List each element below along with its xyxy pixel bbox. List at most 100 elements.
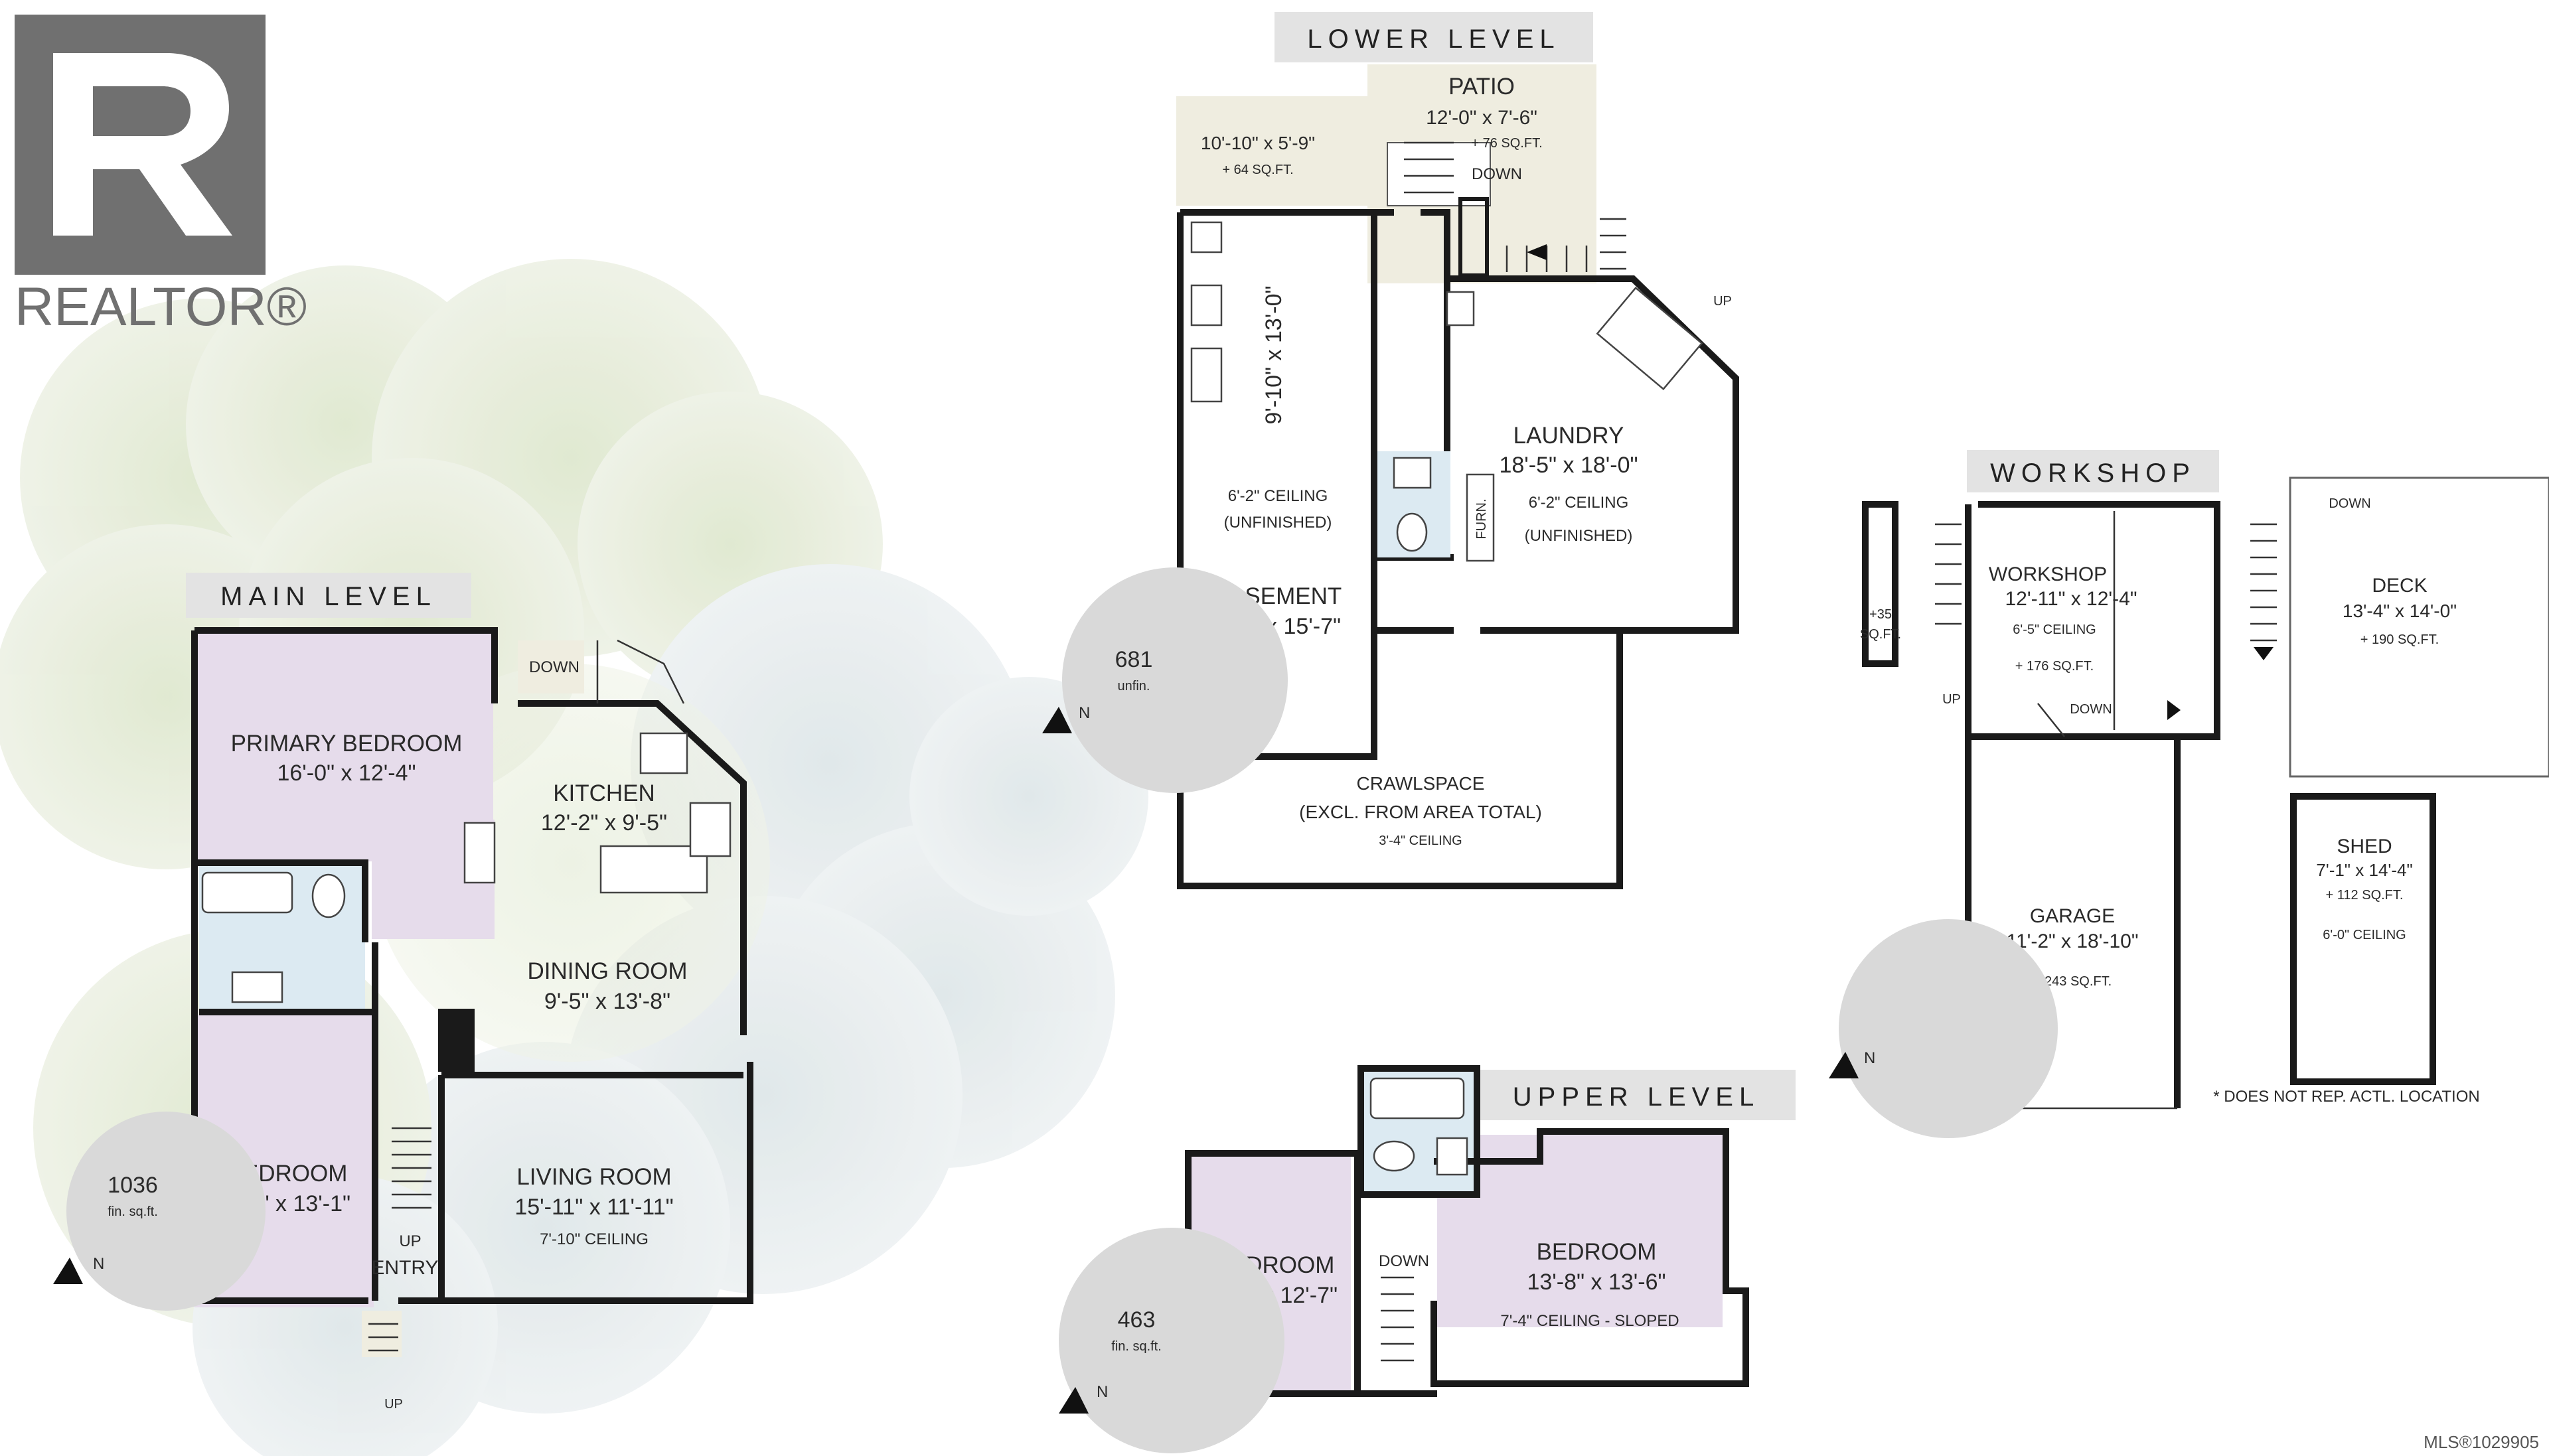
crawlspace-excl: (EXCL. FROM AREA TOTAL) (1299, 802, 1542, 822)
lower-level-title-bar (1274, 12, 1593, 62)
shed-ceiling: 6'-0" CEILING (2323, 928, 2406, 942)
north-arrow-icon (1042, 707, 1072, 733)
living-room-dim: 15'-11" x 11'-11" (514, 1195, 673, 1220)
north-arrow-icon (1059, 1387, 1089, 1414)
laundry-name: LAUNDRY (1513, 423, 1624, 449)
primary-bedroom-dim: 16'-0" x 12'-4" (277, 761, 416, 786)
garage-dim: 11'-2" x 18'-10" (2007, 930, 2139, 952)
main-level-plan: MAIN LEVEL DOWN PRIMARY BEDROOM 16'-0" x… (53, 573, 753, 1412)
upper-bathtub-icon (1369, 1077, 1465, 1120)
main-area-badge (66, 1112, 266, 1311)
workshop-up-label: UP (1942, 692, 1961, 707)
patio-dim: 12'-0" x 7'-6" (1426, 107, 1537, 129)
deck-dim: 13'-4" x 14'-0" (2343, 601, 2457, 621)
upper-bedroom-2-dim: 13'-8" x 13'-6" (1527, 1270, 1665, 1295)
basement-unfinished: (UNFINISHED) (1224, 514, 1332, 532)
workshop-title-bar (1967, 450, 2219, 492)
furnace-label: FURN. (1474, 498, 1489, 539)
main-level-title-bar (186, 573, 471, 618)
kitchen-sink-icon (639, 732, 688, 774)
main-level-title: MAIN LEVEL (220, 582, 437, 611)
upper-north-label: N (1097, 1383, 1108, 1401)
living-room-ceiling: 7'-10" CEILING (540, 1230, 649, 1248)
lower-ext-sqft: + 64 SQ.FT. (1222, 163, 1293, 177)
lower-area-unit: unfin. (1118, 679, 1150, 693)
laundry-ceiling: 6'-2" CEILING (1529, 494, 1628, 512)
living-room-name: LIVING ROOM (516, 1164, 671, 1190)
upper-area-badge (1059, 1228, 1284, 1453)
exterior-area (1176, 96, 1367, 206)
main-area-unit: fin. sq.ft. (108, 1204, 158, 1219)
workshop-area-badge (1839, 919, 2058, 1138)
realtor-logo-text: REALTOR® (15, 277, 307, 337)
realtor-logo: REALTOR® (15, 15, 307, 337)
kitchen-dim: 12'-2" x 9'-5" (541, 810, 667, 836)
upper-down-label: DOWN (1379, 1252, 1429, 1270)
patio-name: PATIO (1448, 74, 1515, 100)
dining-room-name: DINING ROOM (527, 958, 687, 984)
lower-area-badge (1062, 567, 1288, 793)
crawlspace-name: CRAWLSPACE (1357, 773, 1485, 794)
bathtub-icon (201, 871, 293, 914)
deck-sqft: + 190 SQ.FT. (2360, 632, 2439, 647)
toilet-icon (311, 873, 346, 918)
upper-toilet-icon (1373, 1140, 1415, 1172)
lower-down-label: DOWN (1472, 165, 1522, 183)
vanity-sink-icon (231, 971, 283, 1003)
lower-ext-dim: 10'-10" x 5'-9" (1201, 133, 1315, 153)
lower-level-title: LOWER LEVEL (1307, 25, 1560, 54)
workshop-ceiling: 6'-5" CEILING (2013, 622, 2096, 637)
lower-area-value: 681 (1115, 647, 1153, 672)
upper-bedroom-2-name: BEDROOM (1537, 1239, 1657, 1265)
lower-level-plan: LOWER LEVEL 10'-10" x 5'-9" + 64 SQ.FT. … (1042, 12, 1739, 889)
upper-level-title: UPPER LEVEL (1513, 1082, 1760, 1112)
deck-down-label: DOWN (2329, 496, 2370, 511)
workshop-north-label: N (1864, 1049, 1875, 1067)
workshop-name: WORKSHOP (1989, 563, 2107, 585)
workshop-sqft: + 176 SQ.FT. (2015, 659, 2094, 674)
kitchen-name: KITCHEN (553, 780, 655, 806)
upper-level-title-bar (1477, 1070, 1796, 1120)
crawlspace-ceiling: 3'-4" CEILING (1379, 834, 1462, 848)
shed-dim: 7'-1" x 14'-4" (2316, 860, 2412, 880)
laundry-dim: 18'-5" x 18'-0" (1499, 453, 1638, 478)
shed-name: SHED (2337, 836, 2392, 857)
north-arrow-icon (53, 1258, 83, 1284)
closet-sqft-b: SQ.FT. (1860, 627, 1901, 642)
main-up-stair-label: UP (399, 1232, 421, 1250)
main-north-label: N (93, 1255, 104, 1273)
mls-number: MLS®1029905 (2424, 1432, 2539, 1452)
deck-name: DECK (2372, 575, 2427, 597)
upper-level-plan: UPPER LEVEL BEDROOM 9'-7" x 12'-7" DOWN … (1059, 1065, 1796, 1453)
dining-room-dim: 9'-5" x 13'-8" (544, 989, 670, 1014)
basement-ceiling: 6'-2" CEILING (1228, 487, 1328, 505)
upper-area-value: 463 (1118, 1307, 1156, 1333)
primary-bedroom-name: PRIMARY BEDROOM (231, 731, 463, 757)
patio-sqft: + 76 SQ.FT. (1471, 136, 1542, 151)
stove-icon (689, 802, 732, 857)
main-up-ext-label: UP (384, 1397, 403, 1412)
shed-sqft: + 112 SQ.FT. (2326, 888, 2404, 903)
upper-area-unit: fin. sq.ft. (1111, 1339, 1162, 1354)
garage-name: GARAGE (2030, 905, 2115, 927)
lower-north-label: N (1079, 704, 1090, 722)
furnace-icon (1466, 473, 1495, 562)
entry-label: ENTRY (371, 1257, 438, 1279)
closet-sqft-a: +35 (1869, 607, 1892, 622)
workshop-down-label: DOWN (2070, 702, 2112, 717)
upper-bedroom-2-area (1437, 1135, 1723, 1327)
workshop-title: WORKSHOP (1990, 459, 2196, 488)
main-area-value: 1036 (108, 1173, 158, 1198)
entry-step (362, 1311, 402, 1357)
workshop-dim: 12'-11" x 12'-4" (2005, 588, 2137, 610)
laundry-unfinished: (UNFINISHED) (1525, 527, 1633, 545)
workshop-plan: WORKSHOP WORKSHOP 12'-11" x 12'-4" 6'-5"… (1829, 450, 2549, 1138)
lower-up-label: UP (1713, 294, 1732, 309)
washer-dryer-icon (1596, 286, 1703, 391)
main-down-label: DOWN (529, 658, 579, 676)
garage-sqft: + 243 SQ.FT. (2033, 974, 2112, 989)
upper-bedroom-2-ceiling: 7'-4" CEILING - SLOPED (1500, 1312, 1679, 1330)
location-note: * DOES NOT REP. ACTL. LOCATION (2213, 1088, 2479, 1106)
